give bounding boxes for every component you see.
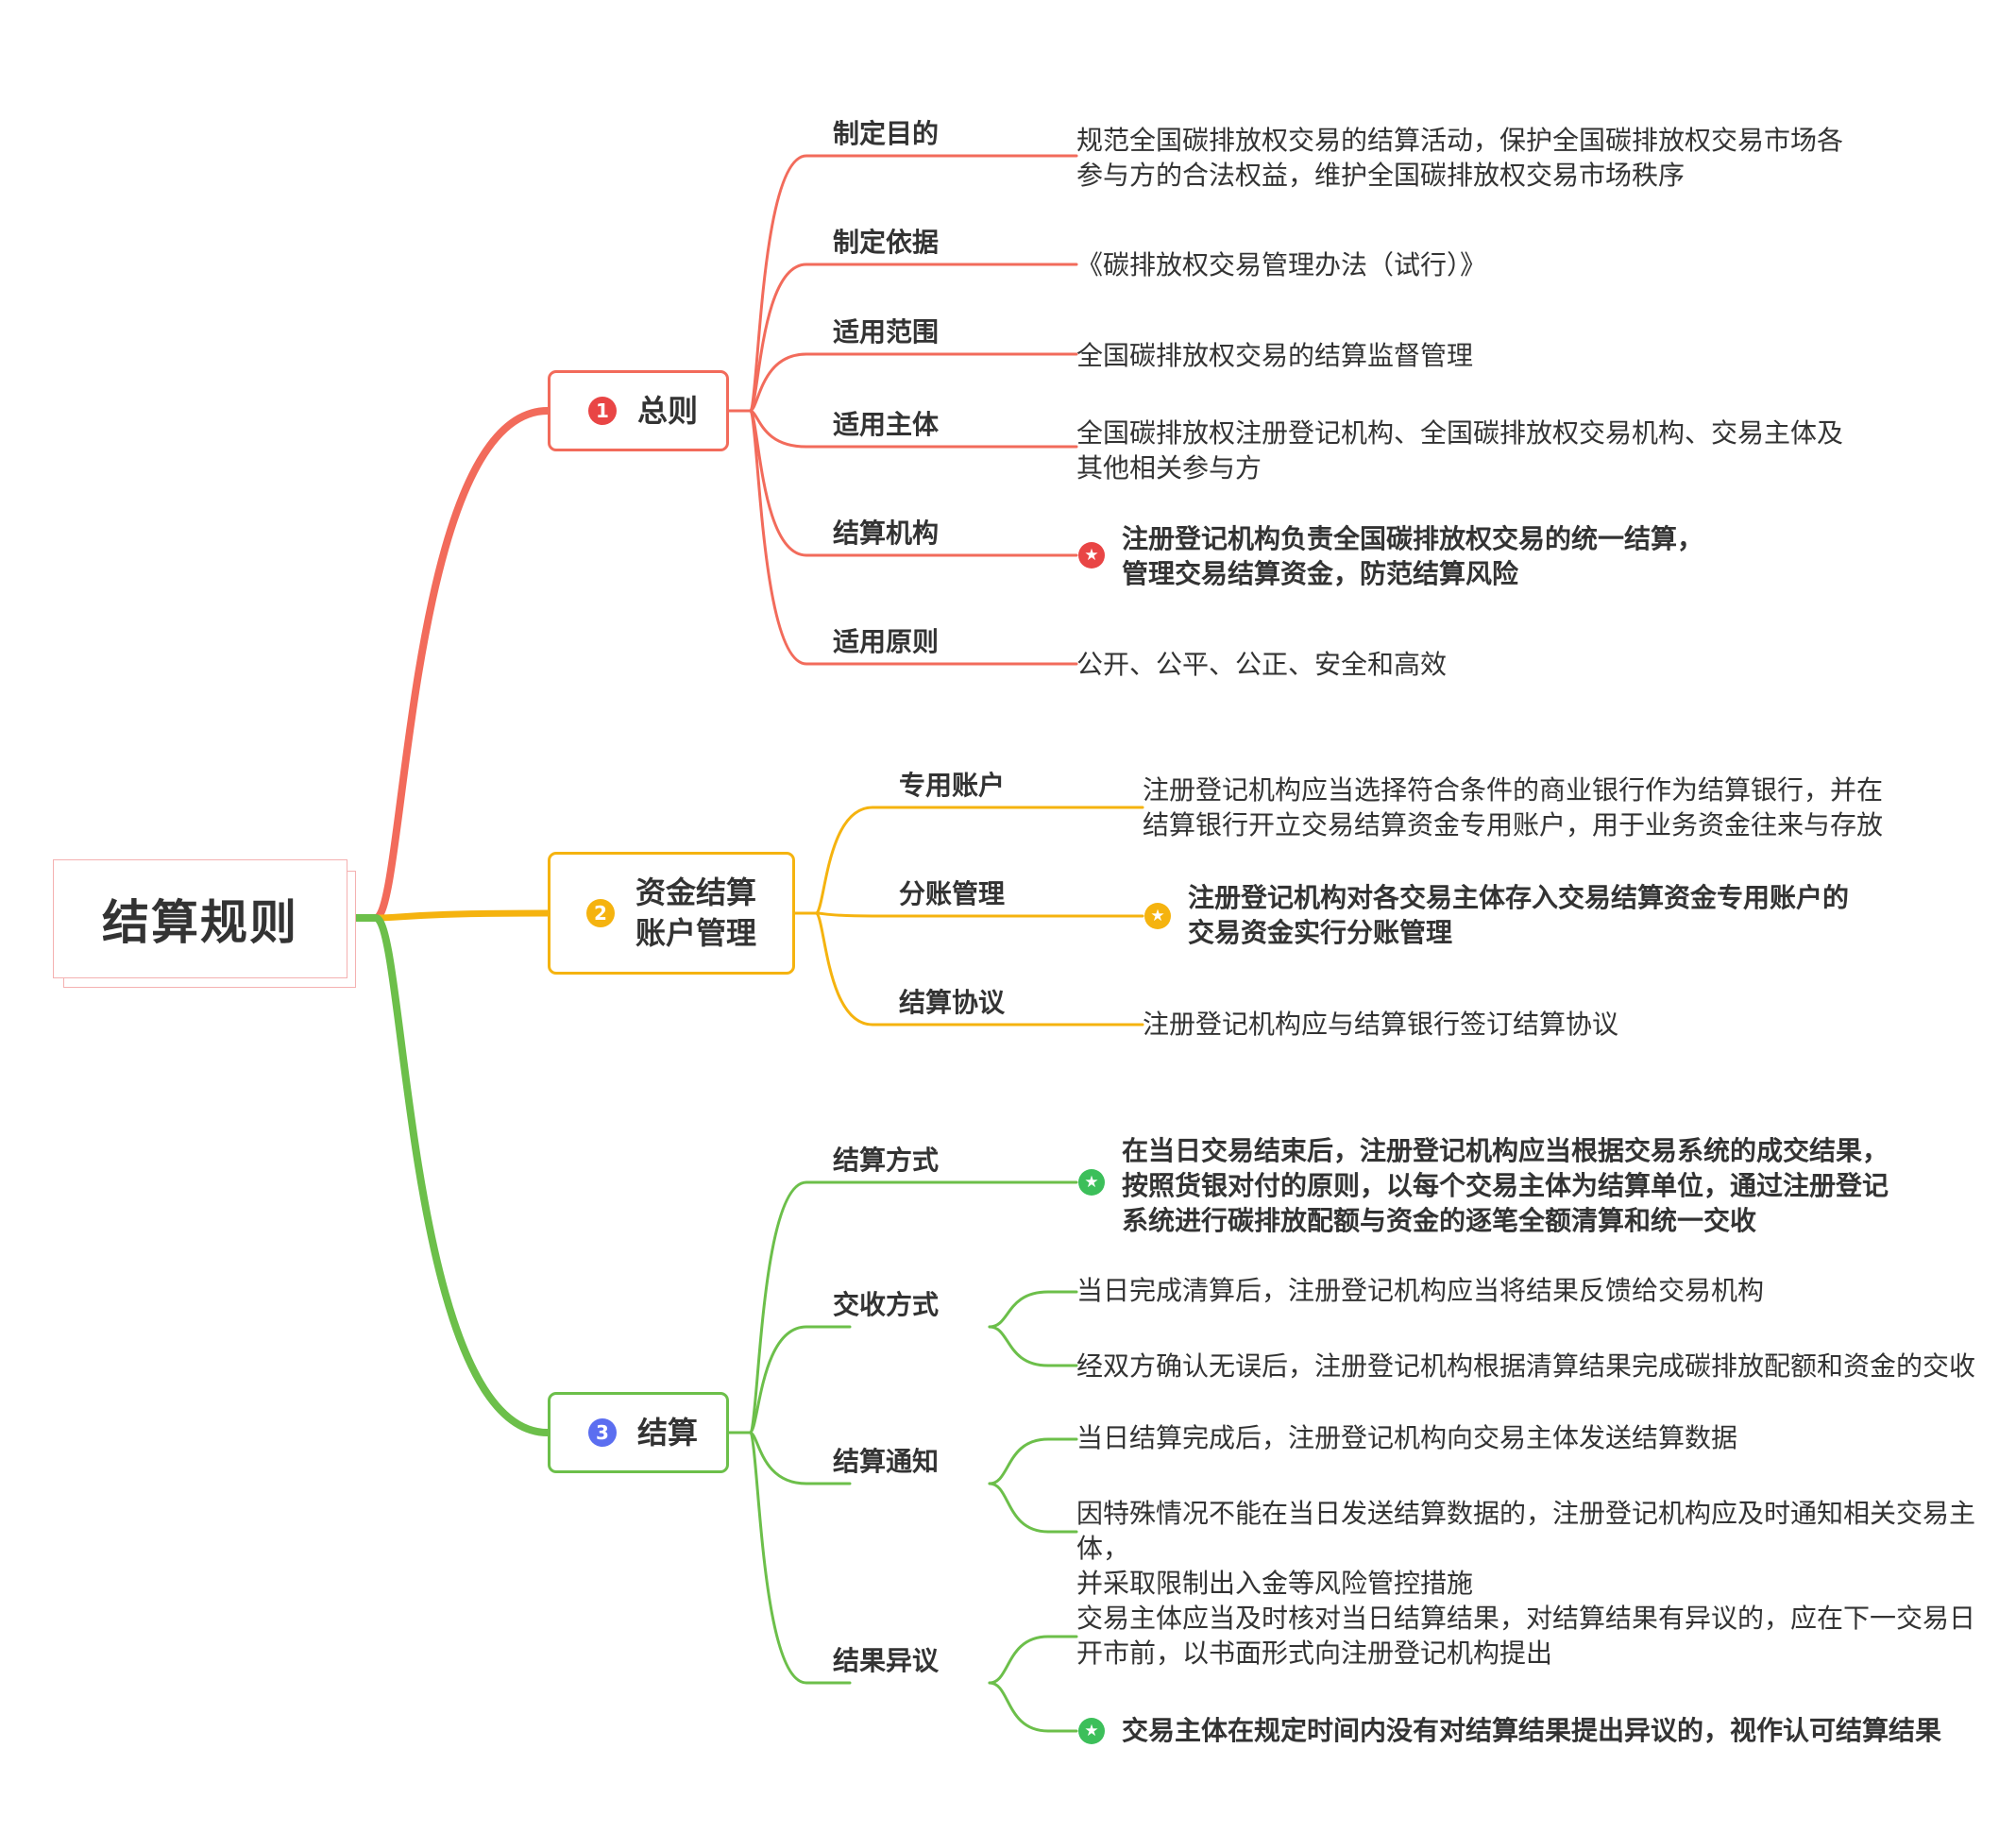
leaf-text: 当日结算完成后，注册登记机构向交易主体发送结算数据: [1076, 1422, 1738, 1453]
leaf-text: 注册登记机构对各交易主体存入交易结算资金专用账户的 交易资金实行分账管理: [1188, 882, 1850, 948]
topic-结算方式[interactable]: 结算方式: [833, 1145, 940, 1176]
leaf-text: 注册登记机构应当选择符合条件的商业银行作为结算银行，并在 结算银行开立交易结算资…: [1143, 774, 1884, 840]
child-connector: [748, 352, 852, 413]
leaf-text: 注册登记机构应与结算银行签订结算协议: [1143, 1009, 1619, 1040]
branch-node-2[interactable]: 2 资金结算 账户管理: [548, 852, 795, 975]
star-icon: ★: [1078, 1169, 1105, 1196]
child-connector: [814, 911, 918, 918]
topic-专用账户[interactable]: 专用账户: [899, 770, 1006, 801]
leaf-text: 《碳排放权交易管理办法（试行）》: [1076, 249, 1487, 280]
child-connector: [748, 154, 852, 413]
leaf-connector: [988, 1437, 1078, 1485]
leaf-text: 在当日交易结束后，注册登记机构应当根据交易系统的成交结果， 按照货银对付的原则，…: [1122, 1135, 1889, 1236]
topic-结算机构[interactable]: 结算机构: [833, 518, 940, 549]
leaf-connector: [988, 1681, 1078, 1733]
branch-node-3[interactable]: 3 结算: [548, 1392, 729, 1473]
branch-node-1[interactable]: 1 总则: [548, 370, 729, 451]
number-badge-icon: 1: [588, 397, 617, 425]
root-branch-connector: [347, 407, 551, 922]
leaf-text: 因特殊情况不能在当日发送结算数据的，注册登记机构应及时通知相关交易主体， 并采取…: [1076, 1498, 1976, 1599]
leaf-connector: [988, 1482, 1078, 1534]
leaf-connector: [988, 1290, 1078, 1329]
child-connector: [748, 1180, 852, 1434]
branch-label: 总则: [637, 392, 699, 429]
star-icon: ★: [1078, 542, 1105, 569]
leaf-text: 交易主体应当及时核对当日结算结果，对结算结果有异议的，应在下一交易日 开市前，以…: [1076, 1603, 1976, 1669]
topic-适用范围[interactable]: 适用范围: [833, 316, 940, 348]
child-connector: [814, 806, 918, 915]
topic-适用原则[interactable]: 适用原则: [833, 626, 940, 657]
branch-label: 结算: [637, 1414, 699, 1451]
leaf-connector: [988, 1635, 1078, 1685]
leaf-text: 经双方确认无误后，注册登记机构根据清算结果完成碳排放配额和资金的交收: [1076, 1350, 1976, 1382]
topic-制定目的[interactable]: 制定目的: [833, 118, 940, 149]
leaf-connector: [988, 1325, 1078, 1367]
star-icon: ★: [1078, 1718, 1105, 1744]
leaf-text: 规范全国碳排放权交易的结算活动，保护全国碳排放权交易市场各 参与方的合法权益，维…: [1076, 125, 1844, 191]
child-connector: [748, 1431, 852, 1685]
child-connector: [748, 1431, 852, 1485]
child-connector: [814, 911, 918, 1027]
topic-适用主体[interactable]: 适用主体: [833, 409, 940, 440]
leaf-text: 公开、公平、公正、安全和高效: [1076, 649, 1448, 680]
child-connector: [748, 263, 852, 413]
topic-分账管理[interactable]: 分账管理: [899, 878, 1006, 909]
leaf-text: 注册登记机构负责全国碳排放权交易的统一结算， 管理交易结算资金，防范结算风险: [1122, 523, 1704, 589]
leaf-text: 当日完成清算后，注册登记机构应当将结果反馈给交易机构: [1076, 1275, 1765, 1306]
root-node[interactable]: 结算规则: [53, 859, 347, 978]
topic-结算通知[interactable]: 结算通知: [833, 1446, 940, 1477]
leaf-text: 全国碳排放权注册登记机构、全国碳排放权交易机构、交易主体及 其他相关参与方: [1076, 417, 1844, 484]
number-badge-icon: 2: [586, 899, 615, 927]
child-connector: [748, 1325, 852, 1434]
root-branch-connector: [347, 914, 551, 1436]
leaf-text: 全国碳排放权交易的结算监督管理: [1076, 340, 1474, 371]
topic-结果异议[interactable]: 结果异议: [833, 1645, 940, 1676]
topic-制定依据[interactable]: 制定依据: [833, 227, 940, 258]
number-badge-icon: 3: [588, 1418, 617, 1447]
branch-label: 资金结算 账户管理: [635, 874, 757, 951]
star-icon: ★: [1144, 903, 1171, 929]
topic-结算协议[interactable]: 结算协议: [899, 987, 1006, 1018]
topic-交收方式[interactable]: 交收方式: [833, 1289, 940, 1320]
leaf-text: 交易主体在规定时间内没有对结算结果提出异议的，视作认可结算结果: [1122, 1715, 1942, 1746]
child-connector: [748, 409, 852, 666]
